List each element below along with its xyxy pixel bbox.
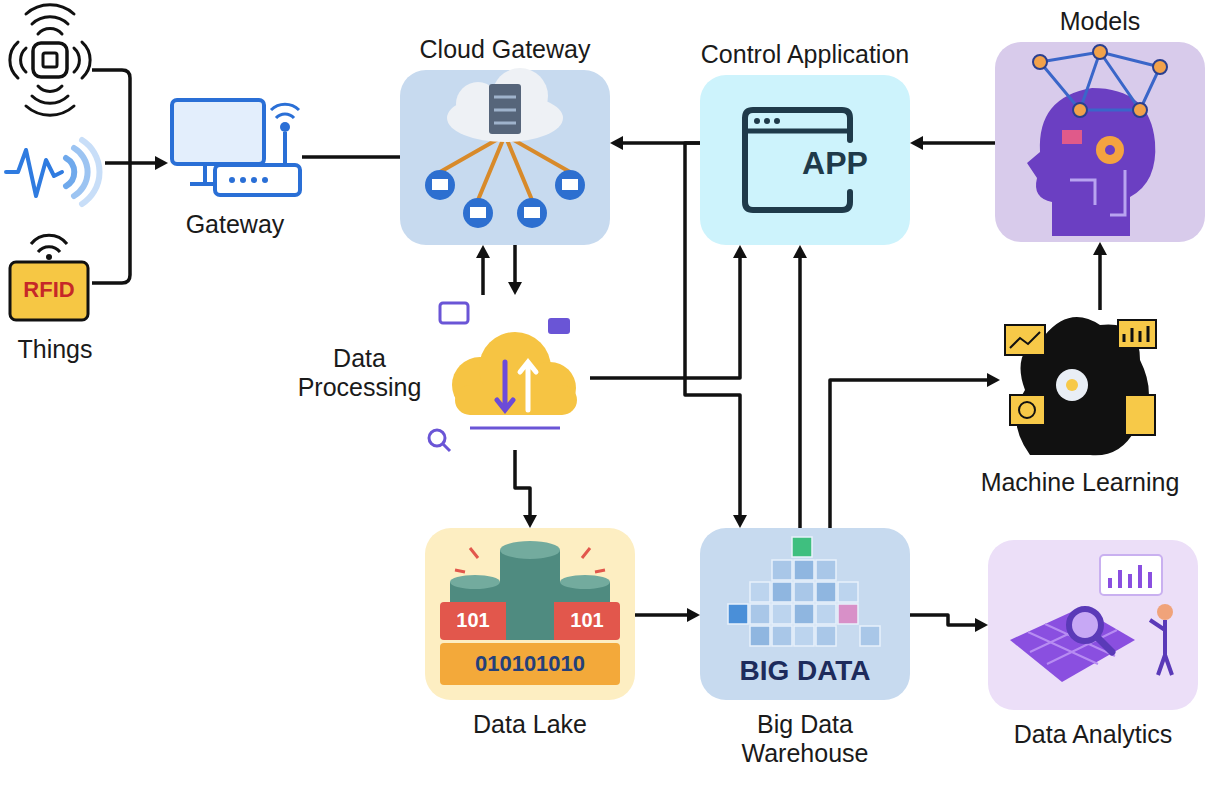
connector-line bbox=[635, 613, 689, 617]
app-window-art bbox=[700, 75, 910, 245]
flow-arrow bbox=[793, 245, 807, 528]
models-box: Models bbox=[995, 42, 1205, 242]
flow-arrow bbox=[302, 157, 400, 158]
cloud-gateway-art bbox=[400, 68, 610, 245]
flow-arrow bbox=[910, 136, 995, 150]
connector-line bbox=[105, 161, 157, 165]
arrow-head bbox=[523, 515, 537, 528]
connector-line bbox=[921, 141, 995, 145]
node-label: Big Data Warehouse bbox=[725, 710, 885, 768]
node-label: Things bbox=[17, 335, 92, 364]
connector-line bbox=[685, 143, 740, 517]
connector-line bbox=[515, 450, 530, 517]
node-label: Machine Learning bbox=[981, 468, 1180, 497]
node-label: Data Analytics bbox=[1014, 720, 1172, 749]
data-cube-art bbox=[700, 528, 910, 700]
arrow-head bbox=[733, 515, 747, 528]
connector-line bbox=[302, 155, 400, 159]
arrow-head bbox=[1093, 242, 1107, 255]
gateway-device: Gateway bbox=[168, 90, 302, 200]
processing-cloud-art bbox=[429, 303, 577, 451]
binary-text: 101 bbox=[570, 609, 603, 631]
app-text: APP bbox=[802, 146, 868, 181]
connector-line bbox=[830, 380, 989, 528]
arrow-head bbox=[476, 245, 490, 258]
merge-lines bbox=[92, 70, 130, 283]
rfid-icon bbox=[10, 235, 88, 320]
arrow-head bbox=[610, 136, 623, 150]
arrow-head bbox=[155, 156, 168, 170]
arrow-head bbox=[687, 608, 700, 622]
node-label: Cloud Gateway bbox=[420, 35, 591, 64]
analytics-box: Data Analytics bbox=[988, 540, 1198, 710]
ai-head-art bbox=[995, 42, 1205, 242]
flow-arrow bbox=[476, 245, 490, 295]
connector-line bbox=[481, 256, 485, 295]
cloud-box: Cloud Gateway bbox=[400, 70, 610, 245]
binary-text: 010101010 bbox=[475, 652, 585, 676]
signal-icon bbox=[6, 140, 100, 204]
node-label: Gateway bbox=[186, 210, 285, 239]
things-group: Things bbox=[5, 0, 105, 325]
analytics-art bbox=[988, 540, 1198, 710]
ml-figure-art bbox=[1005, 317, 1156, 455]
flow-arrow bbox=[1093, 242, 1107, 310]
connector-line bbox=[798, 256, 802, 528]
connector-line bbox=[513, 245, 517, 284]
node-label: Data Processing bbox=[297, 344, 422, 402]
arrow-head bbox=[910, 136, 923, 150]
arrow-head bbox=[987, 373, 1000, 387]
arrow-head bbox=[975, 618, 988, 632]
flow-arrow bbox=[508, 245, 522, 295]
node-label: Models bbox=[1060, 7, 1141, 36]
connector-line bbox=[910, 615, 977, 625]
flow-arrow bbox=[105, 156, 168, 170]
data-lake-art bbox=[425, 528, 635, 700]
flow-arrow bbox=[830, 373, 1000, 528]
binary-text: 101 bbox=[456, 609, 489, 631]
connector-line bbox=[1098, 253, 1102, 310]
flow-arrow bbox=[685, 143, 747, 528]
sensor-icon bbox=[10, 5, 90, 115]
ml-node: Machine Learning bbox=[1000, 310, 1160, 458]
connector-line bbox=[590, 256, 740, 378]
arrow-head bbox=[508, 282, 522, 295]
node-label: Control Application bbox=[701, 40, 909, 69]
tag-text: RFID bbox=[23, 278, 74, 302]
processing-node: Data Processing bbox=[430, 295, 590, 450]
gateway-icon bbox=[172, 100, 300, 195]
flow-arrow bbox=[590, 245, 747, 378]
bigdata-text: BIG DATA bbox=[739, 656, 870, 687]
node-label: Data Lake bbox=[473, 710, 587, 739]
arrow-head bbox=[733, 245, 747, 258]
flow-arrow bbox=[635, 608, 700, 622]
arrow-head bbox=[793, 245, 807, 258]
flow-arrow bbox=[515, 450, 537, 528]
flow-arrow bbox=[910, 615, 988, 632]
